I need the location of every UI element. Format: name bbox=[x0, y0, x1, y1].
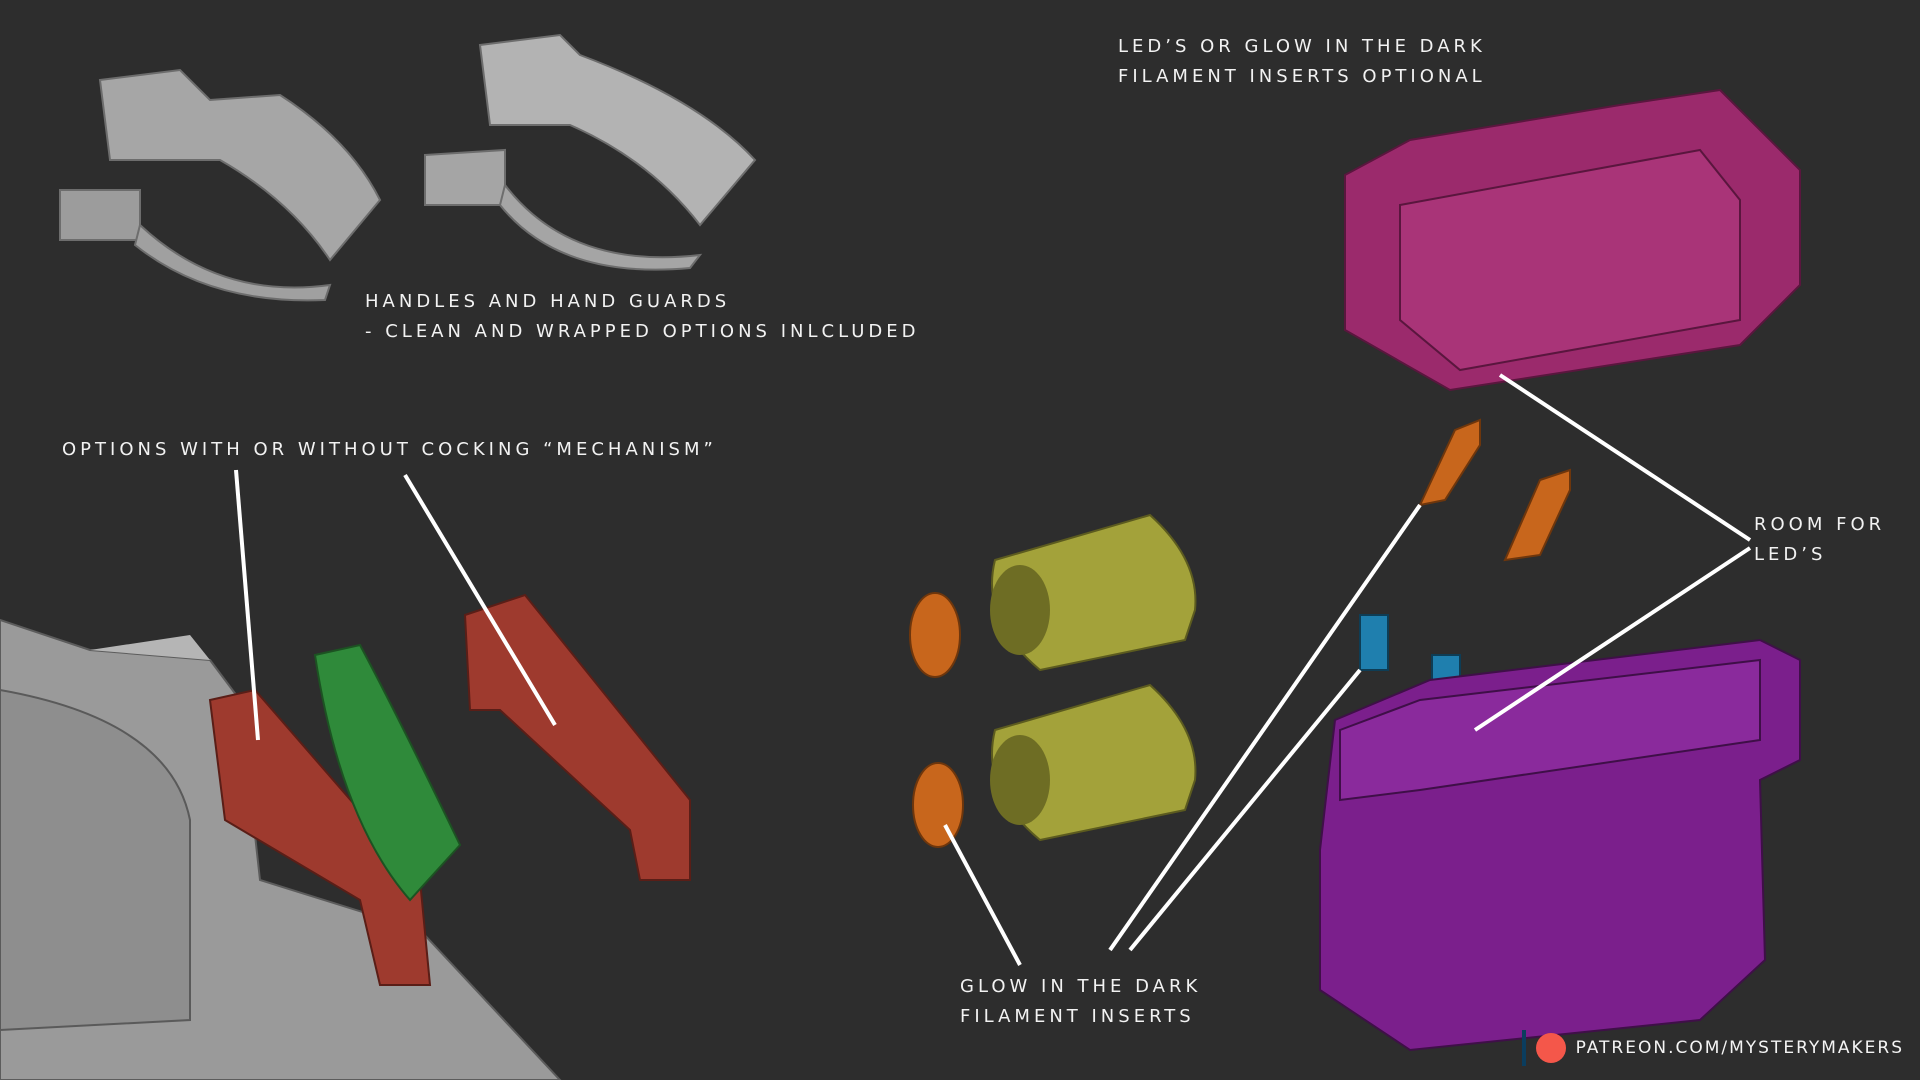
label-handles: HANDLES AND HAND GUARDS - CLEAN AND WRAP… bbox=[365, 287, 919, 347]
label-handles-line-2: - CLEAN AND WRAPPED OPTIONS INLCLUDED bbox=[365, 321, 920, 342]
blue-filament-insert-1 bbox=[1359, 614, 1389, 671]
patreon-url[interactable]: PATREON.COM/MYSTERYMAKERS bbox=[1575, 1038, 1904, 1058]
red-cocking-part-separate bbox=[463, 593, 691, 881]
patreon-logo-bar bbox=[1521, 1030, 1526, 1066]
magenta-led-housing-top bbox=[1344, 88, 1801, 392]
yellow-barrel-2 bbox=[990, 683, 1197, 842]
orange-glow-cap-1 bbox=[909, 592, 961, 678]
callout-line-cocking-1 bbox=[234, 469, 260, 741]
label-room-for-leds-line-2: LED’S bbox=[1754, 544, 1827, 565]
callout-lines bbox=[234, 373, 1752, 966]
label-handles-line-1: HANDLES AND HAND GUARDS bbox=[365, 291, 731, 312]
patreon-logo-icon bbox=[1535, 1033, 1566, 1063]
label-glow-inserts: GLOW IN THE DARK FILAMENT INSERTS bbox=[960, 972, 1201, 1032]
yellow-barrel-1 bbox=[990, 513, 1197, 672]
callout-line-glow-2 bbox=[1108, 503, 1422, 952]
label-leds-optional-line-2: FILAMENT INSERTS OPTIONAL bbox=[1118, 66, 1486, 87]
green-cocking-mechanism bbox=[313, 643, 462, 902]
clean-handle-model bbox=[424, 33, 757, 271]
callout-line-room-led-1 bbox=[1498, 373, 1752, 542]
purple-led-housing-bottom bbox=[1319, 638, 1801, 1052]
label-leds-optional: LED’S OR GLOW IN THE DARK FILAMENT INSER… bbox=[1118, 32, 1486, 92]
callout-line-cocking-2 bbox=[403, 473, 557, 727]
label-room-for-leds-line-1: ROOM FOR bbox=[1754, 514, 1886, 535]
red-cocking-part-mounted bbox=[208, 688, 432, 986]
label-cocking-line: OPTIONS WITH OR WITHOUT COCKING “MECHANI… bbox=[62, 439, 717, 460]
callout-line-glow-3 bbox=[1128, 668, 1362, 952]
orange-glow-cap-2 bbox=[912, 762, 964, 848]
patreon-footer[interactable]: PATREON.COM/MYSTERYMAKERS bbox=[1521, 1030, 1904, 1066]
label-leds-optional-line-1: LED’S OR GLOW IN THE DARK bbox=[1118, 36, 1486, 57]
wrapped-handle-model bbox=[59, 68, 382, 302]
label-room-for-leds: ROOM FOR LED’S bbox=[1754, 510, 1885, 570]
orange-filament-insert-2 bbox=[1503, 468, 1571, 562]
callout-line-glow-1 bbox=[943, 824, 1022, 966]
label-glow-inserts-line-1: GLOW IN THE DARK bbox=[960, 976, 1202, 997]
orange-filament-insert-1 bbox=[1418, 418, 1481, 507]
callout-line-room-led-2 bbox=[1473, 546, 1752, 732]
label-cocking: OPTIONS WITH OR WITHOUT COCKING “MECHANI… bbox=[62, 435, 717, 465]
label-glow-inserts-line-2: FILAMENT INSERTS bbox=[960, 1006, 1195, 1027]
